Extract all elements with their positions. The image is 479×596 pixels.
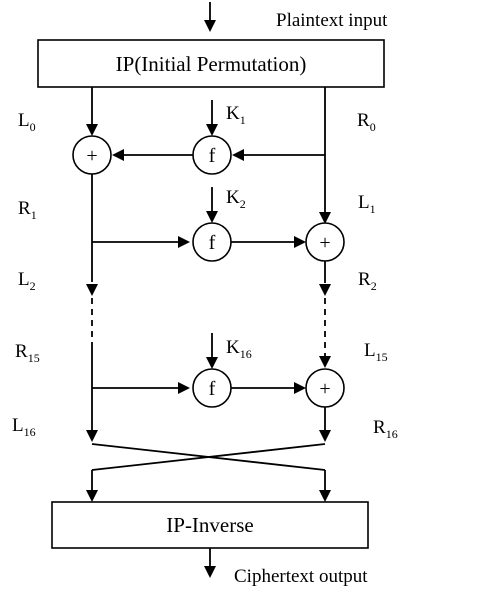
l0-label: L0 xyxy=(18,110,36,134)
arrow-into-xor16 xyxy=(319,356,331,368)
r16-label: R16 xyxy=(373,417,398,441)
k1-arrow xyxy=(206,124,218,136)
left-arrow-l16 xyxy=(86,430,98,442)
ciphertext-output-label: Ciphertext output xyxy=(234,566,368,587)
left-arrow-l2 xyxy=(86,284,98,296)
r2-label: R2 xyxy=(358,269,377,293)
input-arrow xyxy=(204,2,216,32)
xor-symbol-2: + xyxy=(319,232,330,254)
r0-to-f-arrow xyxy=(232,149,244,161)
f2-to-xor2-arrow xyxy=(294,236,306,248)
ip-box xyxy=(37,39,385,88)
function-symbol-2: f xyxy=(209,232,216,254)
r0-label: R0 xyxy=(357,110,376,134)
f16-to-xor16-arrow xyxy=(294,382,306,394)
k2-arrow xyxy=(206,211,218,223)
plaintext-input-label: Plaintext input xyxy=(276,10,388,31)
l16-label: L16 xyxy=(12,415,36,439)
function-symbol-1: f xyxy=(209,145,216,167)
xor-symbol-1: + xyxy=(86,145,97,167)
ip-box-label: IP(Initial Permutation) xyxy=(116,52,307,76)
arrow-into-xor2 xyxy=(319,212,331,224)
f1-to-xor1-arrow xyxy=(112,149,124,161)
function-symbol-16: f xyxy=(209,378,216,400)
l15-label: L15 xyxy=(364,340,388,364)
output-arrow xyxy=(204,566,216,578)
ip-inverse-box-label: IP-Inverse xyxy=(166,513,253,537)
k1-label: K1 xyxy=(226,103,246,127)
swap-line-right-to-left xyxy=(91,443,326,471)
right-arrow-to-ipinv xyxy=(319,490,331,502)
right-arrow-r16 xyxy=(319,430,331,442)
r1-to-f2-arrow xyxy=(178,236,190,248)
r15-to-f16-arrow xyxy=(178,382,190,394)
arrow-into-xor1 xyxy=(86,124,98,136)
l1-label: L1 xyxy=(358,192,376,216)
k16-label: K16 xyxy=(226,337,252,361)
r15-label: R15 xyxy=(15,341,40,365)
r1-label: R1 xyxy=(18,198,37,222)
ip-inverse-box xyxy=(51,501,369,549)
k16-arrow xyxy=(206,357,218,369)
l2-label: L2 xyxy=(18,269,36,293)
xor-symbol-16: + xyxy=(319,378,330,400)
right-arrow-r2 xyxy=(319,284,331,296)
k2-label: K2 xyxy=(226,187,246,211)
left-arrow-to-ipinv xyxy=(86,490,98,502)
